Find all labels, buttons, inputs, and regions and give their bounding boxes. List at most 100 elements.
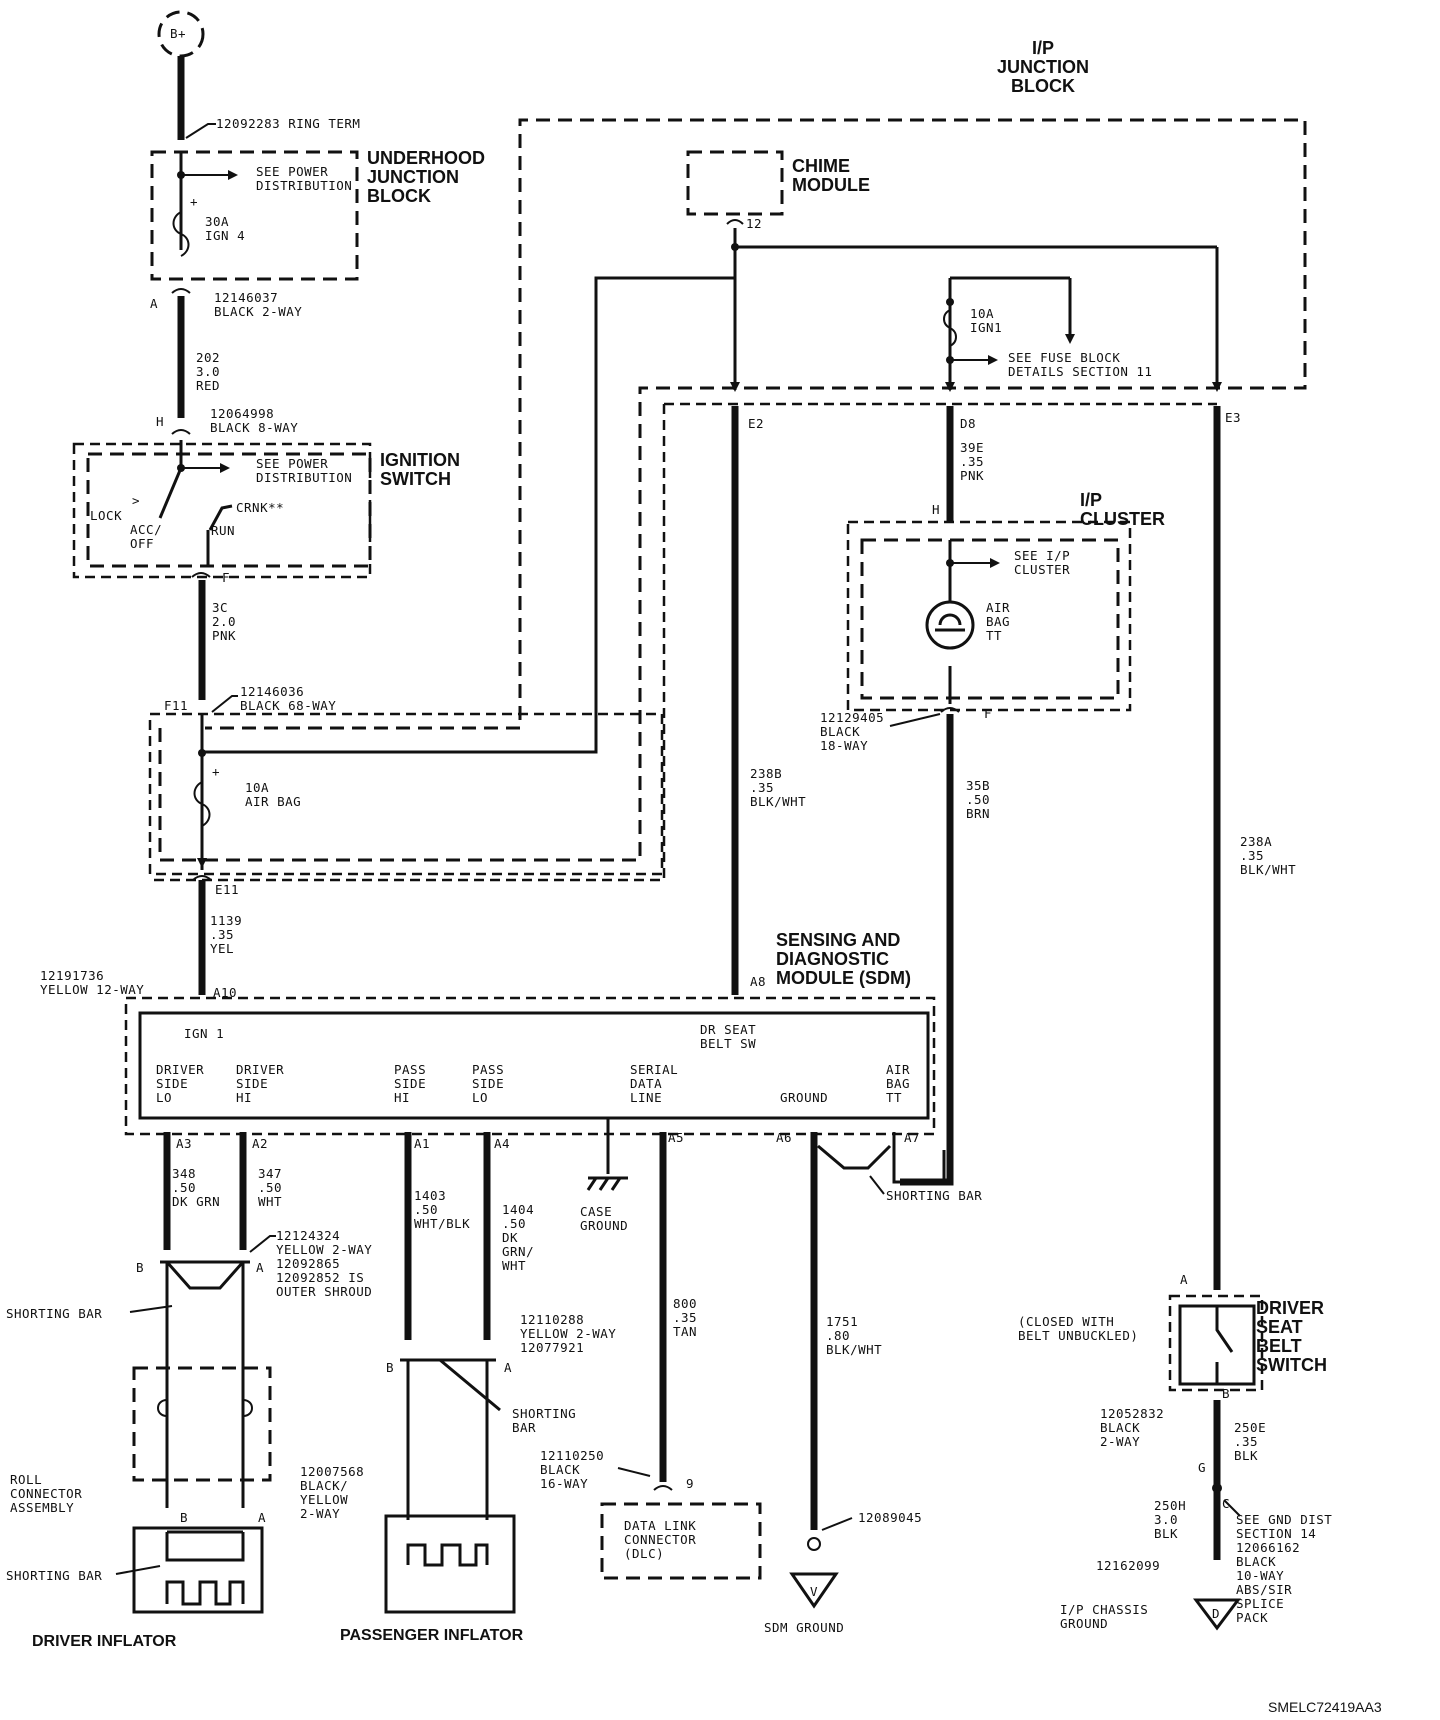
arrow-head (990, 558, 1000, 568)
ground-d: D (1212, 1606, 1220, 1621)
conn-d8: D8 (960, 416, 976, 431)
conn-e11: E11 (215, 882, 239, 897)
fuse-10a-airbag-icon (193, 781, 211, 827)
splice (1212, 1483, 1222, 1493)
ground-eyelet (807, 1537, 821, 1551)
conn-b: B (136, 1260, 144, 1275)
wire-35b (900, 714, 954, 1186)
pin-a1: A1 (414, 1136, 430, 1151)
leader (1223, 1499, 1241, 1517)
conn-h-cluster: H (932, 502, 940, 517)
leader (617, 1467, 651, 1477)
sdm-ground: SDM GROUND (764, 1620, 844, 1635)
connector-arc (171, 288, 191, 294)
splice (946, 298, 954, 306)
leader (115, 1565, 161, 1575)
battery-label: B+ (170, 26, 186, 41)
ignition-switch-outer (72, 442, 372, 579)
conn-e2: E2 (748, 416, 764, 431)
ip-cluster-box (860, 538, 1120, 700)
connector-arc (726, 219, 744, 225)
conn-a-pass: A (504, 1360, 512, 1375)
lock-label: LOCK (90, 508, 122, 523)
leader (869, 1175, 885, 1195)
ip-junction-inner (150, 404, 666, 882)
lamp-filament (935, 613, 965, 632)
leader (889, 713, 941, 727)
conn-b-belt: B (1222, 1386, 1230, 1401)
ignition-switch-box (86, 452, 372, 568)
passenger-squib (406, 1543, 489, 1567)
pin-12: 12 (746, 216, 762, 231)
leader (185, 123, 216, 139)
driver-shorting-bar (165, 1261, 245, 1290)
conn-g: G (1198, 1460, 1206, 1475)
tt-loop (892, 1132, 946, 1184)
roll-connector-box (132, 1366, 272, 1482)
driver-inflator-label: DRIVER INFLATOR (32, 1633, 177, 1650)
shorting-bar-inflator: SHORTING BAR (6, 1568, 102, 1583)
shorting-bar-drv: SHORTING BAR (6, 1306, 102, 1321)
ring-term-label: 12092283 RING TERM (216, 116, 360, 131)
switch-mark: > (132, 493, 140, 508)
conn-a-belt: A (1180, 1272, 1188, 1287)
underhood-junction-block (150, 150, 359, 281)
case-ground-icon (586, 1176, 628, 1191)
airbag-fuse-out (202, 276, 735, 754)
ground-label: GROUND (780, 1090, 828, 1105)
leader (821, 1517, 853, 1531)
arrow-head (1212, 382, 1222, 392)
pin-a2: A2 (252, 1136, 268, 1151)
connector-arc (653, 1485, 673, 1491)
conn-a-drv: A (256, 1260, 264, 1275)
driver-squib (165, 1580, 245, 1606)
sdm-box (138, 1011, 930, 1120)
conn-a10: A10 (213, 985, 237, 1000)
arrow-head (988, 355, 998, 365)
connector-arc (192, 875, 212, 881)
conn-b-pass: B (386, 1360, 394, 1375)
chassis-ground-icon (1193, 1598, 1241, 1631)
passenger-inflator-label: PASSENGER INFLATOR (340, 1627, 524, 1644)
arrow-head (945, 382, 955, 392)
conn-f-cluster: F (984, 706, 992, 721)
pin-a5: A5 (668, 1130, 684, 1145)
conn-a8: A8 (750, 974, 766, 989)
leader (249, 1235, 276, 1253)
leader (211, 695, 238, 713)
